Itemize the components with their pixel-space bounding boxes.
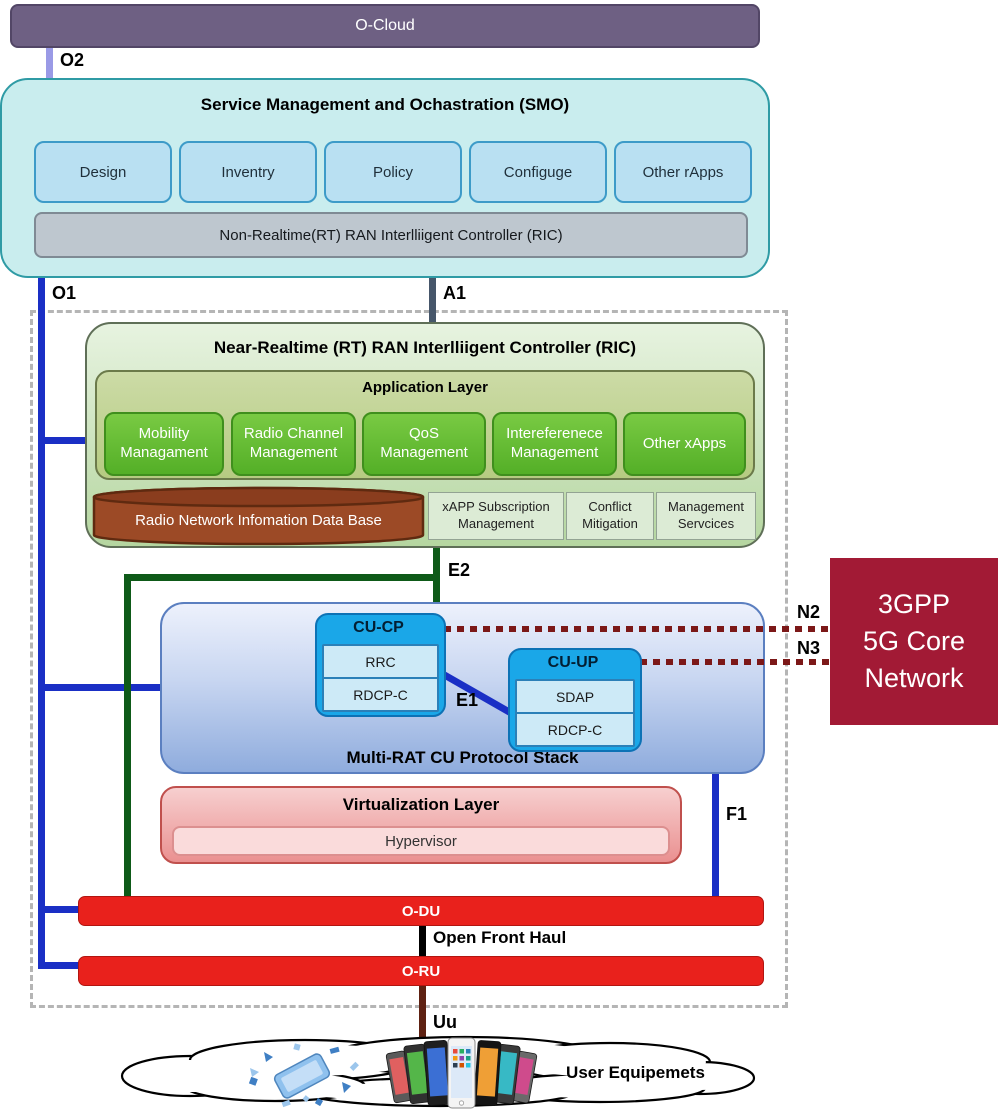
core-network-line2: 5G Core [862, 626, 966, 656]
non-rt-ric-label: Non-Realtime(RT) RAN Interlliigent Contr… [219, 226, 563, 244]
core-network-box: 3GPP 5G Core Network [830, 558, 998, 725]
xapp-label: Radio Channel Management [243, 425, 344, 461]
open-front-haul-line [419, 924, 426, 958]
o1-branch-odu [38, 906, 86, 913]
cu-stack-title: Multi-RAT CU Protocol Stack [346, 748, 579, 767]
virtualization-layer-title: Virtualization Layer [342, 795, 500, 814]
shattered-phone-icon [248, 1043, 359, 1108]
smo-rapp-label: Configuge [503, 163, 573, 181]
a1-label: A1 [443, 283, 467, 303]
e2-line-horizontal [124, 574, 440, 581]
xapp-other: Other xApps [623, 412, 746, 476]
smo-title: Service Management and Ochastration (SMO… [200, 95, 570, 114]
cloud-shape [120, 1035, 756, 1108]
cu-layer-label: SDAP [555, 688, 595, 705]
e2-line-to-odu [124, 574, 131, 898]
database-label: Radio Network Infomation Data Base [135, 512, 382, 529]
o-cloud-label: O-Cloud [355, 17, 415, 34]
f1-line [712, 772, 719, 898]
o1-branch-cu [38, 684, 166, 691]
platform-management-services: Management Servcices [656, 492, 756, 540]
smo-rapp-inventry: Inventry [179, 141, 317, 203]
smo-rapp-label: Policy [372, 163, 413, 181]
o-ru-label: O-RU [401, 962, 441, 980]
smo-rapp-label: Other rApps [642, 163, 724, 181]
uu-label: Uu [433, 1012, 457, 1032]
cu-cp-layer-rdcpc: RDCP-C [322, 677, 439, 712]
smo-rapp-configuge: Configuge [469, 141, 607, 203]
e1-line [439, 669, 513, 717]
platform-label: xAPP Subscription Management [442, 499, 550, 531]
front-phone-icon [447, 1037, 476, 1109]
o1-branch-ric [38, 437, 92, 444]
xapp-label: QoS Management [380, 425, 468, 461]
non-rt-ric-bar: Non-Realtime(RT) RAN Interlliigent Contr… [34, 212, 748, 258]
radio-network-database [92, 486, 425, 546]
platform-label: Management Servcices [668, 499, 744, 531]
phones-icon [385, 1037, 538, 1109]
f1-label: F1 [726, 804, 748, 824]
platform-conflict-mitigation: Conflict Mitigation [566, 492, 654, 540]
o1-branch-oru [38, 962, 86, 969]
platform-label: Conflict Mitigation [582, 499, 638, 531]
core-network-line1: 3GPP [877, 589, 951, 619]
uu-line [419, 984, 426, 1046]
cu-layer-label: RDCP-C [353, 686, 408, 703]
xapp-label: Other xApps [642, 434, 727, 452]
cu-cp-layer-rrc: RRC [322, 644, 439, 679]
cu-layer-label: RDCP-C [547, 721, 603, 738]
open-front-haul-label: Open Front Haul [433, 928, 567, 947]
smo-rapp-label: Inventry [221, 163, 275, 181]
xapp-label: Mobility Managament [120, 425, 208, 461]
smo-rapp-other: Other rApps [614, 141, 752, 203]
core-network-line3: Network [864, 663, 964, 693]
user-equipment-cloud [120, 1035, 756, 1109]
o2-line [46, 48, 53, 80]
o-cloud-box: O-Cloud [10, 4, 760, 48]
o-du-label: O-DU [401, 902, 441, 920]
user-equipment-label-wrap: User Equipemets [548, 1060, 723, 1086]
e2-label: E2 [448, 560, 471, 580]
near-rt-ric-title: Near-Realtime (RT) RAN Interlliigent Con… [213, 338, 637, 357]
database-cylinder-icon [92, 486, 425, 546]
cu-up-title: CU-UP [547, 654, 599, 671]
e1-label: E1 [456, 690, 479, 710]
xapp-mobility: Mobility Managament [104, 412, 224, 476]
n3-dotted-line [640, 659, 830, 665]
xapp-label: Intereferenece Management [506, 425, 603, 461]
o-du-bar: O-DU [78, 896, 764, 926]
cu-up-layer-sdap: SDAP [515, 679, 635, 714]
hypervisor-box: Hypervisor [172, 826, 670, 856]
cu-up-layer-rdcpc: RDCP-C [515, 712, 635, 747]
xapp-radio-channel: Radio Channel Management [231, 412, 356, 476]
n2-label: N2 [797, 602, 821, 622]
xapp-qos: QoS Management [362, 412, 486, 476]
o-ru-bar: O-RU [78, 956, 764, 986]
cu-cp-title: CU-CP [353, 619, 404, 636]
n3-label: N3 [797, 638, 821, 658]
o1-line [38, 278, 45, 969]
a1-line [429, 258, 436, 322]
cu-layer-label: RRC [365, 653, 396, 670]
application-layer-title: Application Layer [362, 379, 488, 396]
n2-dotted-line [444, 626, 830, 632]
smo-rapp-design: Design [34, 141, 172, 203]
hypervisor-label: Hypervisor [385, 832, 457, 850]
o1-label: O1 [52, 283, 77, 303]
smo-rapp-policy: Policy [324, 141, 462, 203]
xapp-interference: Intereferenece Management [492, 412, 617, 476]
smo-rapp-label: Design [79, 163, 127, 181]
o2-label: O2 [60, 50, 85, 70]
platform-xapp-subscription: xAPP Subscription Management [428, 492, 564, 540]
user-equipment-label: User Equipemets [566, 1063, 705, 1082]
